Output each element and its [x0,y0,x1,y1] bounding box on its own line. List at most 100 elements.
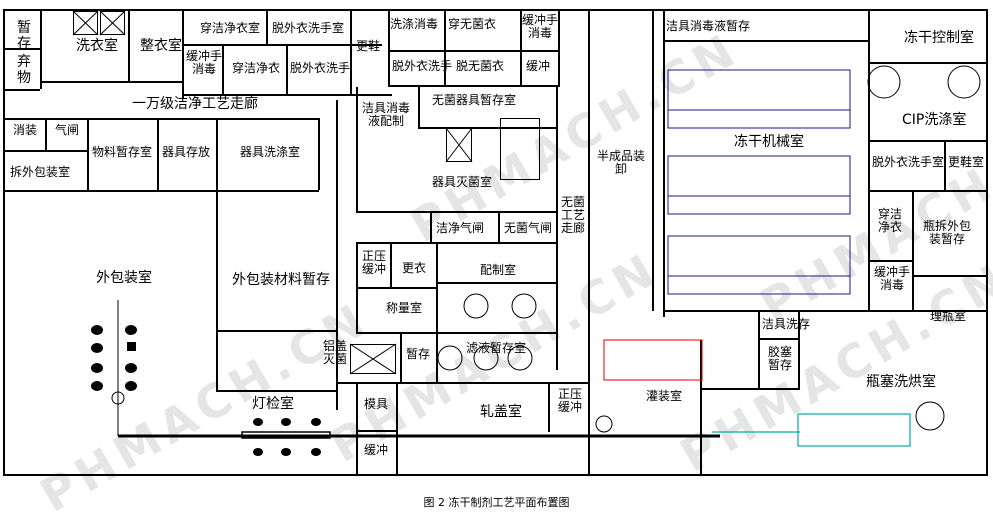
washer-box-1 [73,11,98,35]
wall [182,9,184,99]
wall [520,11,522,85]
wall [436,332,438,382]
wall [868,62,986,64]
room-tuowaiyi-xishou2: 脱外衣洗手 [392,59,453,73]
room-chuanjie-right: 穿洁净衣 [877,207,902,234]
room-huanchuan: 穿洁净衣室 [200,21,261,35]
wall [944,140,946,190]
wall [436,282,556,284]
wall [868,190,986,192]
wall [498,211,500,242]
wall [356,287,436,289]
room-wuliao: 物料暂存室 [92,145,153,159]
wall [286,44,288,94]
wall [216,118,218,190]
wall [356,211,556,213]
wall [356,382,358,476]
room-lvye: 滤液暂存室 [466,341,527,355]
room-zagai: 轧盖室 [480,404,522,420]
wall [128,9,130,81]
room-donggan-kongzhi: 冻干控制室 [904,30,974,46]
room-qiju-miejun: 器具灭菌室 [432,175,493,189]
wall [652,11,654,311]
room-dengjian: 灯检室 [252,396,294,412]
wall [663,310,988,312]
room-zancun: 暂存 [17,20,31,52]
room-zhengyi: 整衣室 [140,38,182,54]
wall [157,118,159,190]
room-peizhi: 配制室 [480,263,517,277]
washer-box-2 [100,11,125,35]
corridor-wujun: 无菌工艺走廊 [560,195,585,235]
room-tuo-wujunyi: 脱无菌衣 [456,59,505,73]
wall [663,11,665,317]
sterilizer-box-2 [350,344,396,374]
wall [350,11,352,94]
wall [912,275,986,277]
wall [558,11,560,85]
room-liping: 理瓶室 [930,309,967,323]
wall [356,332,556,334]
outer-wall-left [3,9,5,476]
room-tuowai: 脱外衣洗手 [290,61,351,75]
room-chengliang: 称量室 [386,301,423,315]
wall [418,87,420,127]
outer-wall-top [3,9,988,11]
sterilizer-box-1 [446,128,472,162]
room-wujun-qiju: 无菌器具暂存室 [432,93,517,107]
wall [266,11,268,44]
room-xidi-xiaodu: 洗涤消毒 [390,17,439,31]
room-zhengya-huanchong2: 正压缓冲 [557,387,582,414]
wall [356,430,396,432]
room-huanchong-r: 缓冲手消毒 [873,265,910,292]
room-jiejing-qibi: 洁净气闸 [436,221,485,235]
room-pingsai: 瓶塞洗烘室 [866,374,936,390]
wall [182,44,382,46]
wall [40,9,42,89]
wall [868,11,870,311]
room-xiaojie: 消装 [12,123,37,137]
wall [758,338,798,340]
passbox [500,118,540,180]
room-mojus: 模具 [364,397,389,411]
room-huanchong-bottom: 缓冲 [364,443,389,457]
wall [356,87,358,211]
wall [912,190,914,310]
outer-wall-right [986,9,988,476]
room-banchengpin: 半成品装卸 [596,149,645,176]
room-chuan-wujunyi: 穿无菌衣 [448,17,497,31]
room-qibi: 气闸 [54,123,79,137]
room-tuowai-right: 脱外衣洗手室 [872,155,945,169]
wall [700,388,800,390]
wall [556,87,558,370]
wall [396,382,398,476]
wall [663,40,868,42]
wall [700,340,702,476]
wall [388,50,558,52]
wall [400,332,402,382]
wall [418,127,556,129]
room-jiaosai: 胶塞暂存 [767,345,792,372]
outer-wall-bottom [3,474,988,476]
wall [548,382,550,432]
wall [758,310,760,388]
wall [388,11,390,87]
wall [336,100,338,410]
room-qiju-xidi: 器具洗涤室 [240,145,301,159]
wall [388,85,560,87]
room-gengyi: 更衣 [402,261,427,275]
room-wujun-qibi: 无菌气闸 [504,221,553,235]
room-donggan-jixie: 冻干机械室 [734,134,804,150]
room-waibaozhuang: 外包装室 [96,270,152,286]
wall [548,382,588,384]
room-tuowai-top: 脱外衣洗手室 [272,21,345,35]
wall [798,310,800,388]
wall [336,382,556,384]
room-waibaozhuang-cailiao: 外包装材料暂存 [232,272,330,288]
figure-caption: 图 2 冻干制剂工艺平面布置图 [423,496,570,509]
room-gengxie-right: 更鞋室 [948,155,985,169]
room-jieju-xiaodu-zancun: 洁具消毒液暂存 [666,19,751,33]
wall [868,140,986,142]
room-jieju-xiyi: 洁具洗存 [762,317,811,331]
